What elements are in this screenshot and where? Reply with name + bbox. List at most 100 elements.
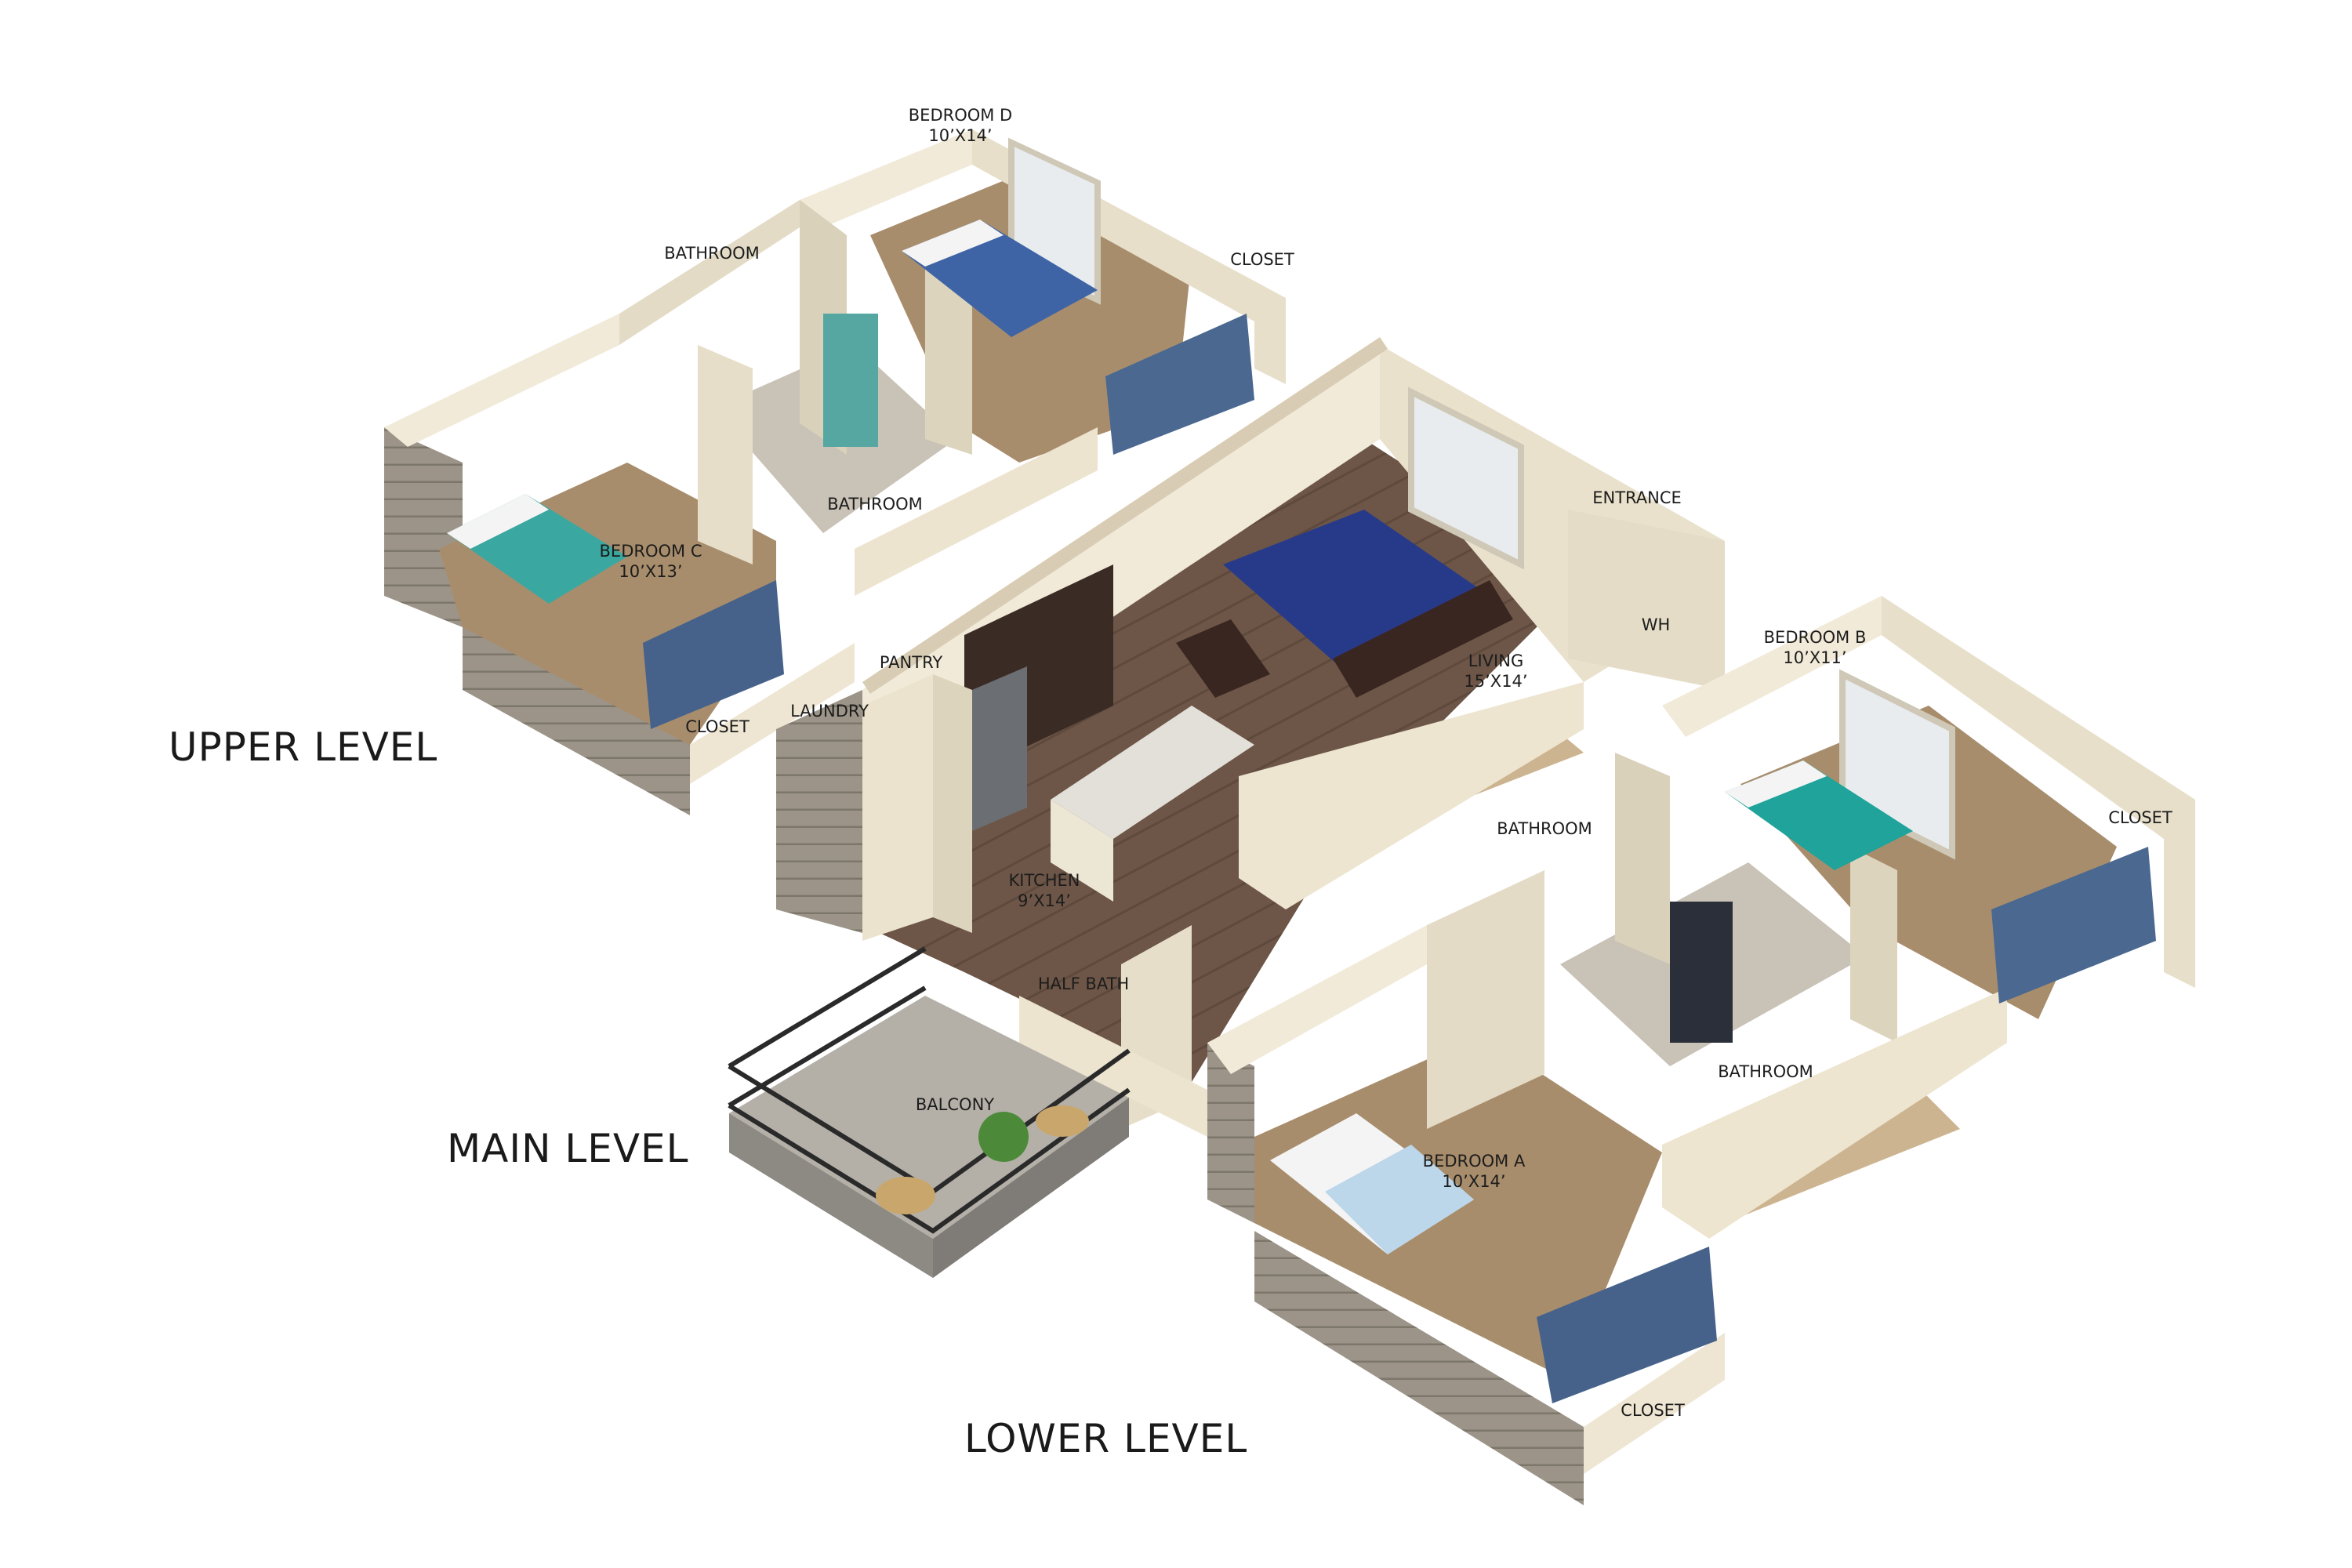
- label-half-bath-name: HALF BATH: [1037, 975, 1130, 993]
- upper-siding-wall-front: [463, 619, 690, 815]
- main-level-block: [776, 337, 1725, 1137]
- living-sofa: [1333, 580, 1513, 698]
- living-rug: [1223, 510, 1490, 674]
- label-laundry: LAUNDRY: [790, 701, 869, 721]
- lower-partition-2: [1615, 753, 1670, 964]
- bedroom-c-bed-sheet: [447, 494, 549, 549]
- label-bedroom-c-name: BEDROOM C: [599, 542, 702, 561]
- label-balcony-name: BALCONY: [915, 1095, 995, 1114]
- upper-front-wall: [690, 643, 855, 784]
- label-bedroom-a-closet: CLOSET: [1621, 1400, 1685, 1421]
- label-pantry: PANTRY: [880, 652, 942, 673]
- label-lower-bathroom-bottom: BATHROOM: [1718, 1062, 1813, 1082]
- label-upper-bathroom-mid: BATHROOM: [827, 494, 923, 514]
- bedroom-b-bed-sheet: [1725, 760, 1827, 808]
- kitchen-island-side: [1051, 800, 1113, 902]
- label-bedroom-a-size: 10’X14’: [1442, 1172, 1506, 1192]
- label-bedroom-b-closet-name: CLOSET: [2108, 808, 2172, 827]
- upper-partition-1: [619, 200, 800, 345]
- lower-siding-wall: [1207, 1043, 1254, 1223]
- label-balcony: BALCONY: [916, 1094, 994, 1115]
- label-bedroom-a: BEDROOM A 10’X14’: [1423, 1151, 1526, 1192]
- label-water-heater-name: WH: [1641, 615, 1671, 634]
- main-siding-wall: [776, 690, 862, 933]
- entrance-wall: [1568, 510, 1725, 690]
- label-bedroom-b: BEDROOM B 10’X11’: [1764, 627, 1867, 669]
- lower-level-title: LOWER LEVEL: [964, 1416, 1248, 1461]
- lower-partition-1: [1427, 870, 1544, 1129]
- lower-siding-wall-front: [1254, 1231, 1584, 1505]
- label-bedroom-a-closet-name: CLOSET: [1621, 1401, 1685, 1420]
- label-lower-bathroom-top: BATHROOM: [1497, 818, 1592, 839]
- upper-level-title: UPPER LEVEL: [169, 724, 438, 770]
- label-bedroom-d-closet: CLOSET: [1230, 249, 1294, 270]
- label-lower-bathroom-top-name: BATHROOM: [1497, 819, 1592, 838]
- label-kitchen-name: KITCHEN: [1008, 871, 1080, 890]
- upper-partition-4: [925, 259, 972, 455]
- label-upper-bathroom-top: BATHROOM: [664, 243, 760, 263]
- balcony-block: [728, 946, 1131, 1278]
- upper-level-block: [384, 129, 1286, 815]
- bedroom-b-closet-clothes: [1991, 847, 2156, 1004]
- label-bedroom-d: BEDROOM D 10’X14’: [909, 105, 1012, 147]
- bedroom-a-closet-clothes: [1537, 1247, 1717, 1403]
- main-level-title: MAIN LEVEL: [447, 1126, 689, 1171]
- upper-back-wall-d: [800, 129, 972, 227]
- label-bedroom-d-closet-name: CLOSET: [1230, 250, 1294, 269]
- main-front-wall: [1019, 996, 1207, 1137]
- upper-divider-wall: [855, 427, 1098, 596]
- balcony-slab-right: [933, 1098, 1129, 1278]
- label-bedroom-d-name: BEDROOM D: [908, 106, 1013, 125]
- bedroom-c-closet-clothes: [643, 580, 784, 729]
- living-window: [1408, 387, 1524, 570]
- label-laundry-name: LAUNDRY: [790, 702, 869, 720]
- label-kitchen-size: 9’X14’: [1018, 891, 1071, 911]
- main-stair-wall: [1239, 682, 1584, 909]
- lower-back-wall-left: [1207, 925, 1427, 1074]
- lower-right-wall: [1882, 596, 2195, 988]
- label-upper-bathroom-top-name: BATHROOM: [664, 244, 760, 263]
- label-bedroom-c-closet-name: CLOSET: [685, 717, 750, 736]
- lower-front-wall: [1584, 1333, 1725, 1474]
- lower-partition-3: [1850, 847, 1897, 1043]
- label-bedroom-c-closet: CLOSET: [685, 717, 750, 737]
- label-bedroom-b-closet: CLOSET: [2108, 808, 2172, 828]
- lower-level-block: [1207, 596, 2195, 1505]
- balcony-plant: [978, 1112, 1029, 1162]
- label-half-bath: HALF BATH: [1038, 974, 1129, 994]
- label-water-heater: WH: [1642, 615, 1671, 635]
- balcony-floor: [729, 996, 1129, 1239]
- label-bedroom-d-size: 10’X14’: [928, 126, 993, 146]
- balcony-slab-side: [729, 1113, 933, 1278]
- bedroom-d-closet-clothes: [1105, 314, 1254, 455]
- label-living-name: LIVING: [1468, 652, 1524, 670]
- label-bedroom-c-size: 10’X13’: [619, 562, 683, 582]
- label-bedroom-c: BEDROOM C 10’X13’: [600, 541, 702, 583]
- balcony-pouf: [876, 1177, 935, 1214]
- pantry-wall: [933, 674, 972, 933]
- label-pantry-name: PANTRY: [879, 653, 943, 672]
- balcony-pouf-2: [1036, 1105, 1089, 1137]
- label-upper-bathroom-mid-name: BATHROOM: [827, 495, 923, 514]
- laundry-wall: [862, 674, 933, 941]
- label-lower-bathroom-bottom-name: BATHROOM: [1718, 1062, 1813, 1081]
- upper-siding-wall: [384, 427, 463, 627]
- upper-partition-3: [698, 345, 753, 564]
- kitchen-island: [1051, 706, 1254, 839]
- label-living-size: 15’X14’: [1464, 672, 1528, 691]
- bedroom-d-bed-sheet: [902, 220, 1004, 267]
- label-entrance: ENTRANCE: [1592, 488, 1682, 508]
- upper-back-wall-left: [384, 314, 619, 447]
- label-entrance-name: ENTRANCE: [1592, 488, 1682, 507]
- lower-back-wall-b: [1662, 596, 1882, 737]
- living-sofa-left: [1176, 619, 1270, 698]
- label-kitchen: KITCHEN 9’X14’: [1009, 870, 1080, 912]
- label-bedroom-b-size: 10’X11’: [1783, 648, 1847, 668]
- fridge: [972, 666, 1027, 831]
- lower-stair-wall: [1662, 988, 2007, 1239]
- label-bedroom-b-name: BEDROOM B: [1763, 628, 1867, 647]
- label-bedroom-a-name: BEDROOM A: [1422, 1152, 1526, 1171]
- label-living: LIVING 15’X14’: [1464, 651, 1527, 692]
- bedroom-a-bed-blanket: [1325, 1145, 1474, 1254]
